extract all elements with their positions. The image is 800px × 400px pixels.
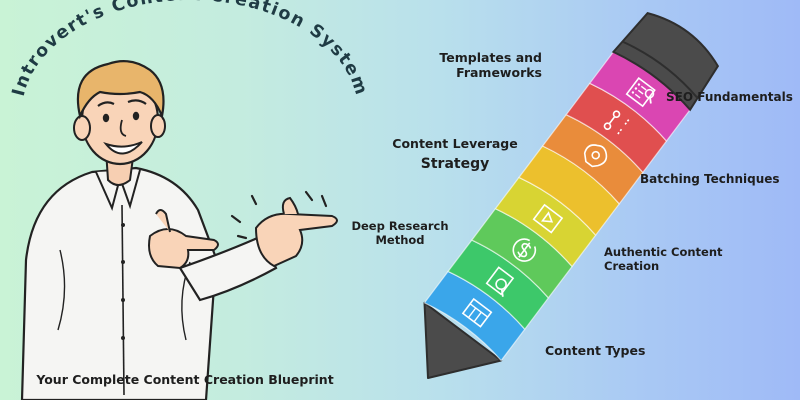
- shirt: [20, 166, 218, 400]
- emphasis-lines: [230, 190, 328, 240]
- table-line: [467, 307, 477, 319]
- checklist-search-icon: [625, 76, 656, 108]
- browser-search-icon: [485, 266, 515, 297]
- label-authentic-content-creation: Authentic Content Creation: [604, 245, 723, 273]
- lens-handle: [500, 289, 504, 297]
- person-illustration: [20, 59, 338, 400]
- video-frame: [532, 203, 564, 234]
- table-line: [469, 303, 489, 318]
- label-seo-fundamentals: SEO Fundamentals: [666, 90, 793, 104]
- dollar-glyph: [517, 242, 532, 258]
- gear-core: [591, 150, 601, 160]
- lens: [495, 278, 507, 291]
- list-bullet: [631, 91, 635, 94]
- brain-outline: [583, 144, 608, 168]
- label-content-types: Content Types: [545, 343, 646, 358]
- hair: [76, 59, 165, 120]
- label-batching-techniques: Batching Techniques: [640, 172, 780, 186]
- right-arm: [178, 234, 278, 302]
- pencil-cap-band: [622, 41, 698, 98]
- list-line: [637, 89, 644, 95]
- video-frame-icon: [532, 203, 564, 234]
- left-pointing-hand: [148, 228, 219, 270]
- flow-link: [623, 119, 630, 126]
- curved-title: Introvert's Content Creation System: [9, 0, 371, 98]
- pencil-cap: [611, 11, 720, 112]
- lens: [644, 88, 655, 99]
- table-frame: [461, 297, 493, 328]
- pencil-tip: [423, 301, 503, 379]
- lens-handle: [649, 97, 652, 104]
- right-pointing-hand: [254, 212, 338, 268]
- list-line: [640, 85, 647, 91]
- flow-link: [608, 116, 616, 125]
- label-content-leverage-strategy: Content Leverage Strategy: [392, 136, 518, 172]
- label-templates-frameworks: Templates and Frameworks: [439, 50, 542, 80]
- smile: [103, 141, 143, 155]
- flow-node: [612, 110, 621, 118]
- brain-gear-icon: [583, 144, 608, 168]
- flow-link: [616, 128, 623, 137]
- flow-steps-icon: [603, 110, 630, 137]
- list-line: [634, 93, 641, 99]
- subtitle: Your Complete Content Creation Blueprint: [36, 372, 334, 387]
- browser-frame: [485, 266, 515, 296]
- play-triangle: [540, 211, 554, 223]
- list-bullet: [634, 87, 638, 90]
- dollar-cycle-icon: [512, 238, 537, 262]
- cycle-ring: [512, 238, 537, 262]
- pencil: [423, 11, 720, 379]
- label-deep-research-method: Deep Research Method: [351, 219, 449, 247]
- table-icon: [461, 297, 493, 328]
- list-bullet: [637, 83, 641, 86]
- table-line: [473, 311, 482, 323]
